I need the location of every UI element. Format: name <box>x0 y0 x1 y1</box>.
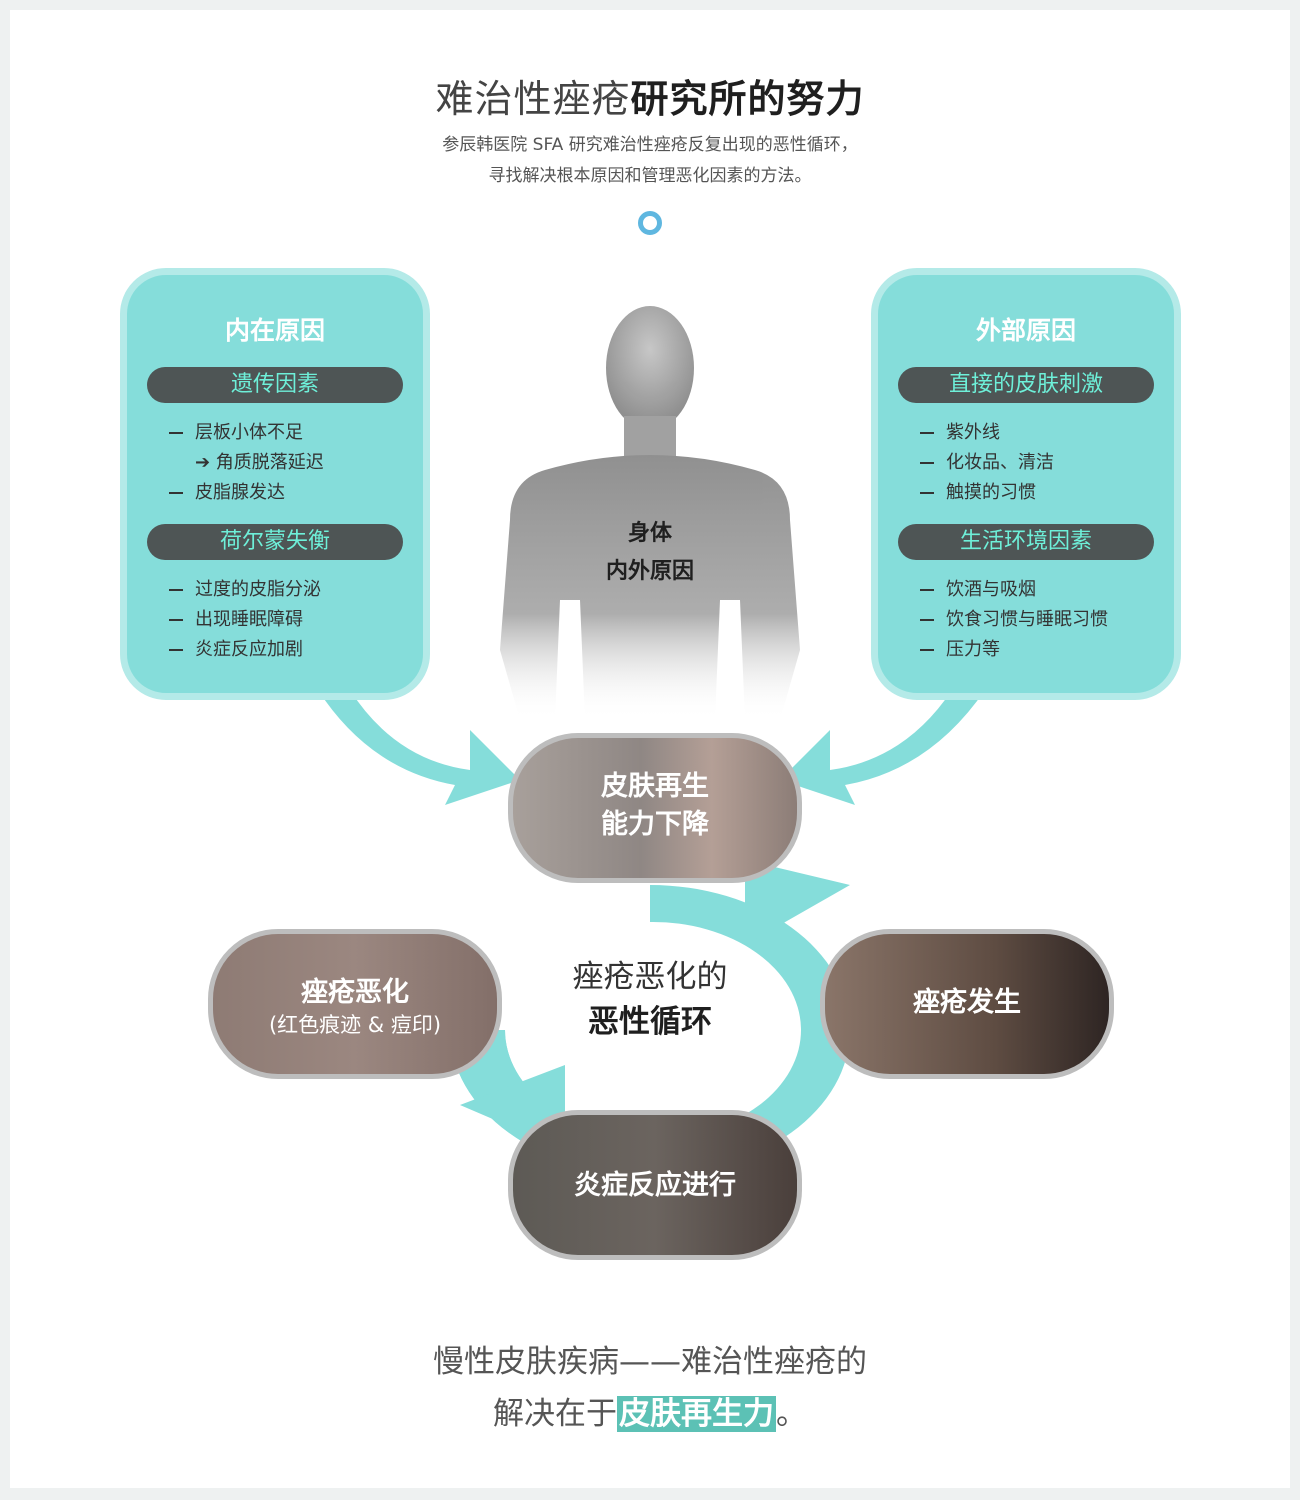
list-item: 化妆品、清洁 <box>920 448 1054 474</box>
external-causes-card: 外部原因 直接的皮肤刺激 紫外线 化妆品、清洁 触摸的习惯 生活环境因素 饮酒与… <box>871 268 1181 700</box>
footer-message: 慢性皮肤疾病——难治性痤疮的 解决在于皮肤再生力。 <box>433 1344 867 1432</box>
subtitle-line-1: 参辰韩医院 SFA 研究难治性痤疮反复出现的恶性循环， <box>442 135 858 155</box>
capsule-acne-worsening: 痤疮恶化 (红色痕迹 & 痘印) <box>208 929 502 1079</box>
capsule-skin-regeneration: 皮肤再生 能力下降 <box>508 733 802 883</box>
section-pill: 荷尔蒙失衡 <box>147 524 403 560</box>
page-title: 难治性痤疮研究所的努力 <box>0 68 1300 123</box>
circle-icon <box>638 211 662 235</box>
human-figure <box>500 306 800 720</box>
list-item: 层板小体不足 <box>169 418 303 444</box>
cycle-center-title: 痤疮恶化的 恶性循环 <box>572 959 728 1040</box>
title-bold: 研究所的努力 <box>630 77 865 121</box>
list-item: 皮脂腺发达 <box>169 478 285 504</box>
capsule-acne-occurs: 痤疮发生 <box>820 929 1114 1079</box>
list-item: 触摸的习惯 <box>920 478 1036 504</box>
list-item: 出现睡眠障碍 <box>169 605 303 631</box>
internal-causes-card: 内在原因 遗传因素 层板小体不足 ➔ 角质脱落延迟 皮脂腺发达 荷尔蒙失衡 过度… <box>120 268 430 700</box>
list-item: 炎症反应加剧 <box>169 635 303 661</box>
list-item: 过度的皮脂分泌 <box>169 575 321 601</box>
highlight-text: 皮肤再生力 <box>617 1396 776 1432</box>
capsule-inflammation: 炎症反应进行 <box>508 1110 802 1260</box>
list-item: 饮食习惯与睡眠习惯 <box>920 605 1108 631</box>
page-subtitle: 参辰韩医院 SFA 研究难治性痤疮反复出现的恶性循环， 寻找解决根本原因和管理恶… <box>0 130 1300 192</box>
list-item: 饮酒与吸烟 <box>920 575 1036 601</box>
card-title: 内在原因 <box>224 316 325 345</box>
section-pill: 直接的皮肤刺激 <box>898 367 1154 403</box>
section-pill: 遗传因素 <box>147 367 403 403</box>
section-pill: 生活环境因素 <box>898 524 1154 560</box>
subtitle-line-2: 寻找解决根本原因和管理恶化因素的方法。 <box>488 166 812 186</box>
body-label: 身体 内外原因 <box>605 521 694 584</box>
arrow-right <box>780 690 985 805</box>
list-item: ➔ 角质脱落延迟 <box>195 452 324 473</box>
title-light: 难治性痤疮 <box>435 77 631 121</box>
list-item: 紫外线 <box>920 418 1000 444</box>
list-item: 压力等 <box>920 635 1000 661</box>
arrow-left <box>318 690 520 805</box>
card-title: 外部原因 <box>975 316 1076 345</box>
